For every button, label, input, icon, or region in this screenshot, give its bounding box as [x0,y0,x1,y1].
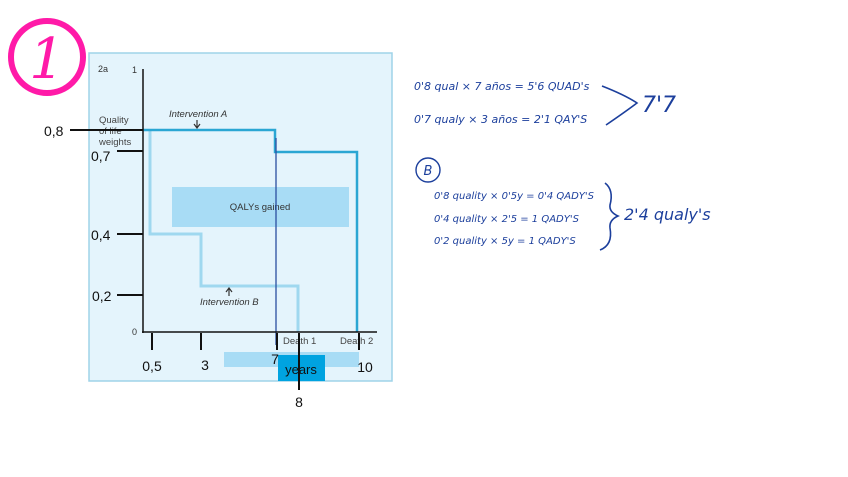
calc-b-label: B [424,164,433,179]
x-tick-label: 0,5 [142,358,162,374]
y-axis-top: 1 [132,65,137,75]
y-tick-label: 0,2 [92,288,112,304]
calc-a-line: 0'8 qual × 7 años = 5'6 QUAD's [414,80,590,93]
panel-label: 2a [98,64,108,74]
origin-label: 0 [132,327,137,337]
y-tick-label: 0,4 [91,227,111,243]
calc-a-line: 0'7 qualy × 3 años = 2'1 QAY'S [414,113,587,126]
y-axis-label-line: of life [99,126,122,137]
calc-b-line: 0'4 quality × 2'5 = 1 QADY'S [434,214,580,225]
intervention-a-line [143,128,359,332]
qalys-gained-label: QALYs gained [230,202,291,213]
b-circle [415,157,441,183]
x-tick-label: 7 [271,351,279,367]
problem-number-circle [8,18,86,96]
intervention-a-label: Intervention A [169,109,227,120]
years-box [278,355,325,381]
x-tick-label: 10 [357,359,373,375]
arrow-down-icon [193,120,201,129]
calc-b-line: 0'8 quality × 0'5y = 0'4 QADY'S [434,191,595,202]
problem-number: 1 [29,27,65,92]
calc-a-total: 7'7 [642,93,676,118]
y-tick-annotations [70,129,360,390]
y-axis-label: Quality of life weights [98,115,131,148]
x-tick-label: 8 [295,394,303,410]
qalys-gained-box [172,187,349,227]
calc-b-line: 0'2 quality × 5y = 1 QADY'S [434,236,576,247]
years-label: years [285,362,317,377]
x-tick-label: 3 [201,357,209,373]
y-tick-label: 0,8 [44,123,64,139]
death2-label: Death 2 [340,336,373,347]
tick-labels: 0,8 0,7 0,4 0,2 0,5 3 7 8 10 [44,123,373,410]
calc-b-total: 2'4 qualy's [624,205,711,224]
arrow-up-icon [225,287,233,296]
y-axis-label-line: Quality [99,115,129,126]
brace-a [601,85,639,126]
y-tick-label: 0,7 [91,148,111,164]
intervention-b-label: Intervention B [200,297,259,308]
brace-b [599,182,620,251]
y-axis-label-line: weights [98,137,131,148]
intervention-b-line [148,131,300,332]
